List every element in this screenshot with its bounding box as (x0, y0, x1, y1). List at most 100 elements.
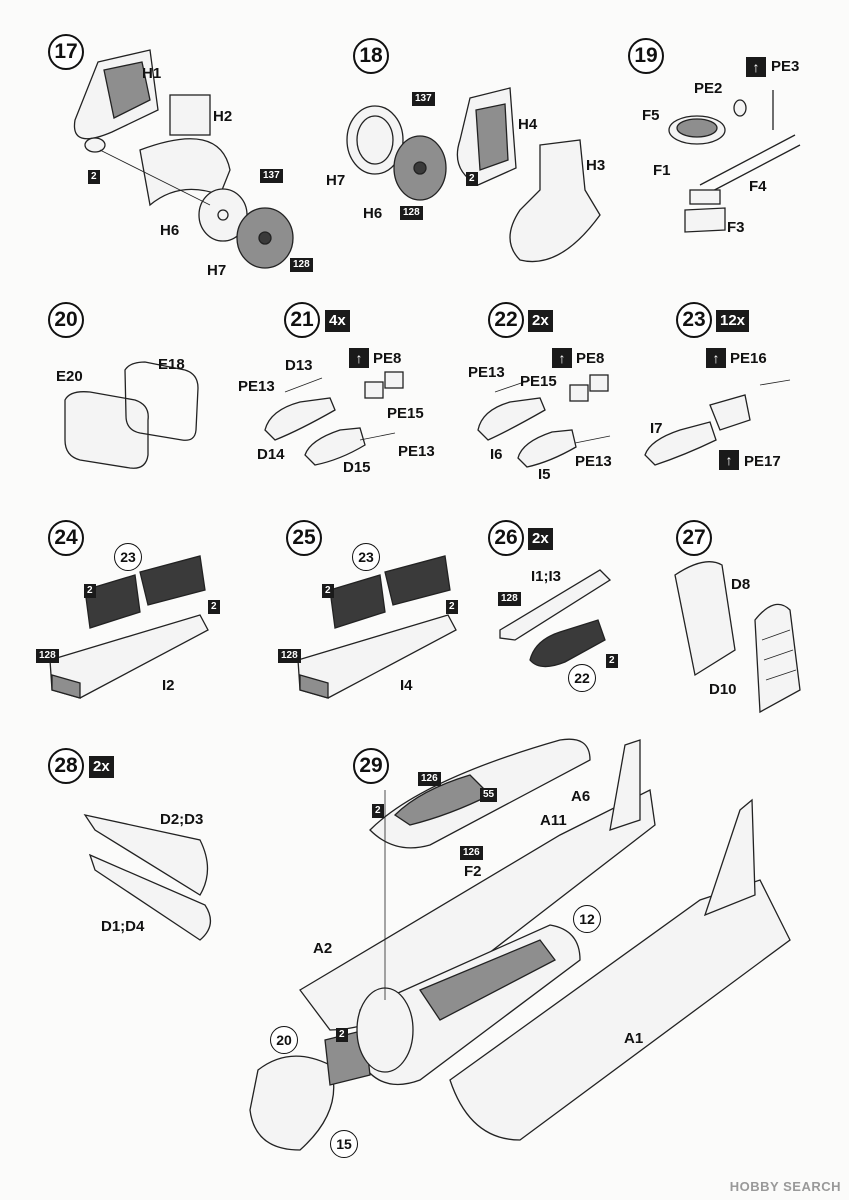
paint-code: 126 (460, 846, 483, 860)
part-label: D1;D4 (101, 918, 145, 935)
paint-code: 137 (412, 92, 435, 106)
step21-art (264, 371, 404, 466)
step-number: 22 (488, 302, 524, 338)
part-label: A11 (540, 812, 567, 829)
part-label: PE13 (575, 453, 612, 470)
part-label: PE17 (744, 453, 781, 470)
part-label: I1;I3 (531, 568, 562, 585)
part-label: I5 (538, 466, 551, 483)
part-label: D8 (731, 576, 751, 593)
paint-code: 2 (466, 172, 478, 186)
part-label: PE2 (694, 80, 723, 97)
photo-etch-icon: ↑ (719, 450, 739, 470)
watermark: HOBBY SEARCH (729, 1179, 841, 1194)
part-label: E20 (56, 368, 83, 385)
step-reference: 20 (270, 1026, 298, 1054)
step-reference: 23 (114, 543, 142, 571)
multiplier-badge: 12x (716, 310, 750, 332)
photo-etch-icon: ↑ (746, 57, 766, 77)
part-label: H7 (326, 172, 346, 189)
multiplier-badge: 2x (528, 528, 553, 550)
step23-art (644, 379, 791, 466)
paint-code: 128 (36, 649, 59, 663)
step-number: 24 (48, 520, 84, 556)
paint-code: 137 (260, 169, 283, 183)
step19-art (668, 90, 801, 233)
part-label: A6 (571, 788, 591, 805)
step-number: 17 (48, 34, 84, 70)
part-label: H6 (363, 205, 383, 222)
step17-art (73, 49, 294, 269)
part-label: PE13 (398, 443, 435, 460)
part-label: H7 (207, 262, 227, 279)
part-label: PE3 (771, 58, 800, 75)
step24-art (49, 555, 209, 699)
step-reference: 23 (352, 543, 380, 571)
part-label: F5 (642, 107, 660, 124)
step-number: 29 (353, 748, 389, 784)
step27-art (674, 561, 801, 714)
part-label: PE13 (468, 364, 505, 381)
step-reference: 22 (568, 664, 596, 692)
step-number: 18 (353, 38, 389, 74)
step-number: 23 (676, 302, 712, 338)
part-label: D13 (285, 357, 313, 374)
part-label: PE8 (373, 350, 402, 367)
part-label: E18 (158, 356, 185, 373)
part-label: F4 (749, 178, 767, 195)
step-reference: 15 (330, 1130, 358, 1158)
step-number: 27 (676, 520, 712, 556)
paint-code: 128 (290, 258, 313, 272)
step25-art (297, 555, 457, 699)
paint-code: 126 (418, 772, 441, 786)
step28-art (83, 814, 212, 941)
part-label: A2 (313, 940, 333, 957)
step18-art (346, 87, 601, 263)
photo-etch-icon: ↑ (349, 348, 369, 368)
multiplier-badge: 2x (89, 756, 114, 778)
paint-code: 2 (446, 600, 458, 614)
paint-code: 128 (400, 206, 423, 220)
multiplier-badge: 2x (528, 310, 553, 332)
part-label: F1 (653, 162, 671, 179)
part-label: PE15 (387, 405, 424, 422)
step-number: 25 (286, 520, 322, 556)
part-label: I2 (162, 677, 175, 694)
part-label: D10 (709, 681, 737, 698)
step-number: 19 (628, 38, 664, 74)
paint-code: 2 (84, 584, 96, 598)
step-reference: 12 (573, 905, 601, 933)
part-label: H2 (213, 108, 233, 125)
part-label: F3 (727, 219, 745, 236)
photo-etch-icon: ↑ (552, 348, 572, 368)
part-label: F2 (464, 863, 482, 880)
paint-code: 2 (88, 170, 100, 184)
paint-code: 128 (498, 592, 521, 606)
part-label: PE13 (238, 378, 275, 395)
part-label: I4 (400, 677, 413, 694)
photo-etch-icon: ↑ (706, 348, 726, 368)
part-label: D15 (343, 459, 371, 476)
paint-code: 128 (278, 649, 301, 663)
paint-code: 55 (480, 788, 498, 802)
step-number: 21 (284, 302, 320, 338)
part-label: H3 (586, 157, 606, 174)
part-label: PE15 (520, 373, 557, 390)
paint-code: 2 (336, 1028, 348, 1042)
part-label: I7 (650, 420, 663, 437)
part-label: A1 (624, 1030, 644, 1047)
part-label: H6 (160, 222, 180, 239)
part-label: H1 (142, 65, 162, 82)
paint-code: 2 (372, 804, 384, 818)
step26-art (499, 569, 612, 668)
part-label: PE8 (576, 350, 605, 367)
part-label: D2;D3 (160, 811, 204, 828)
part-label: PE16 (730, 350, 767, 367)
step20-art (64, 361, 199, 469)
paint-code: 2 (606, 654, 618, 668)
step-number: 28 (48, 748, 84, 784)
part-label: D14 (257, 446, 285, 463)
multiplier-badge: 4x (325, 310, 350, 332)
